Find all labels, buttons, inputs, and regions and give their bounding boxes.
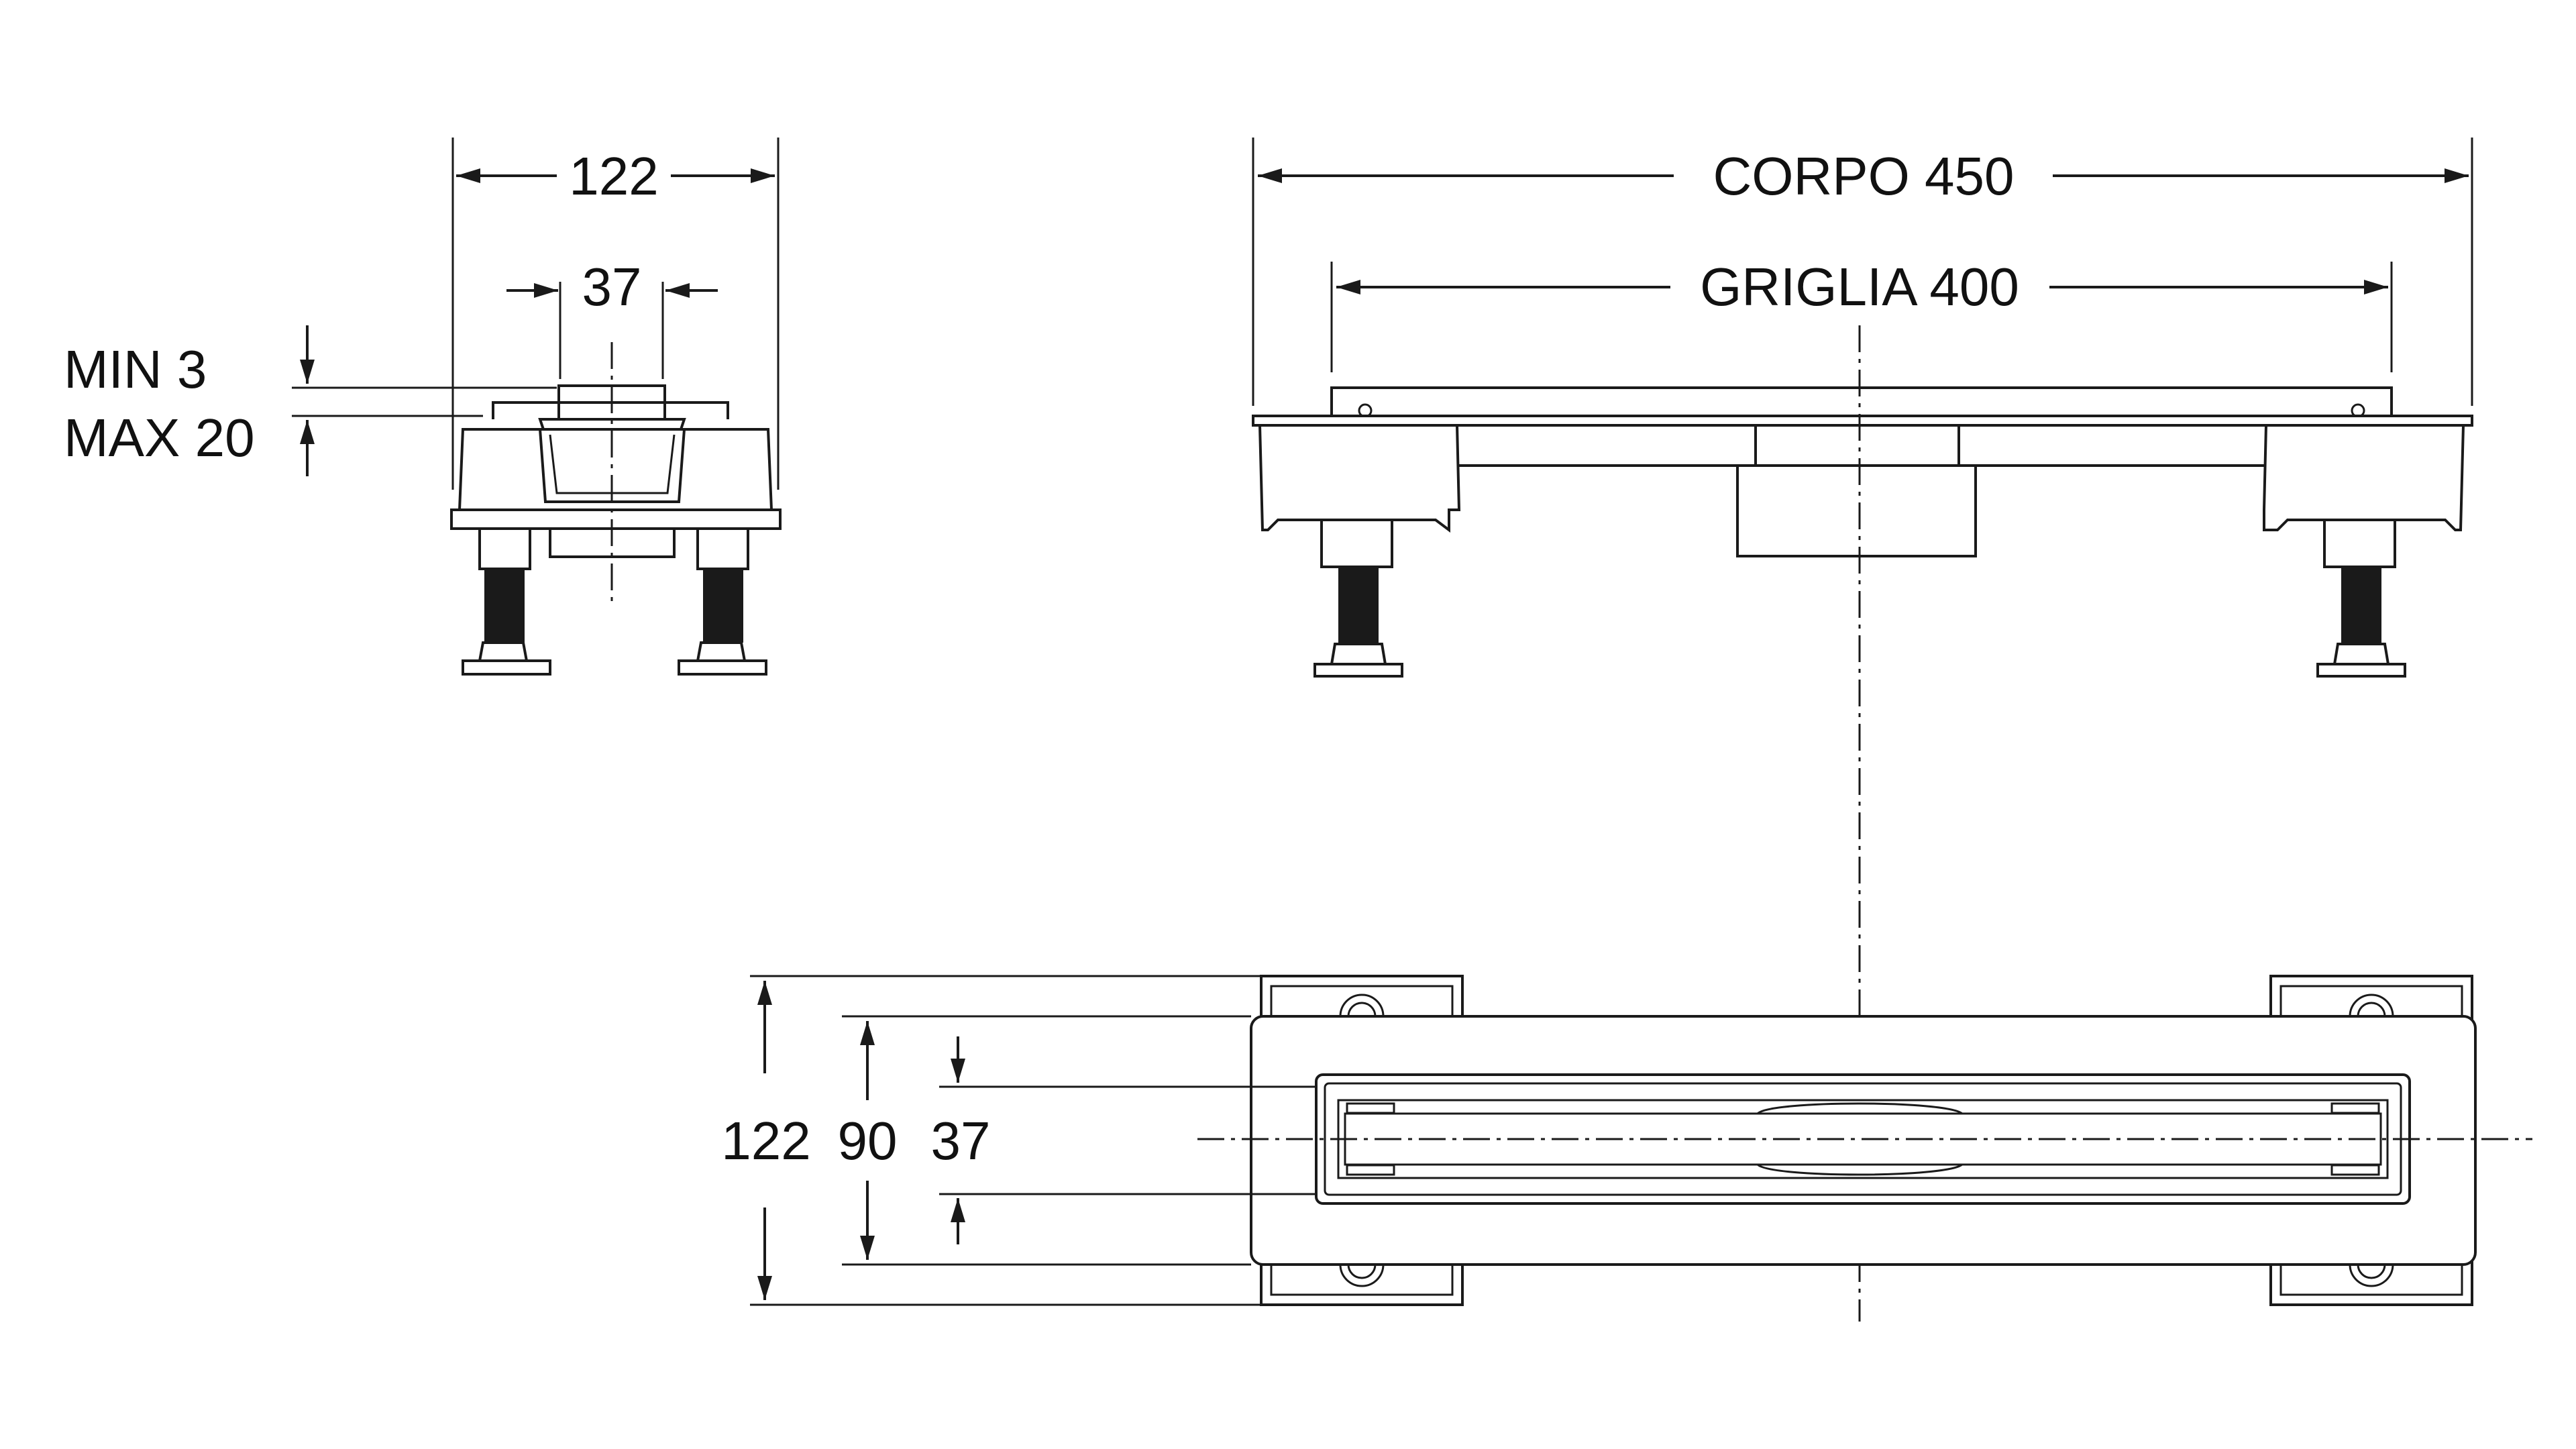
side-view: 122 37 MIN 3 MAX 20 bbox=[64, 138, 782, 676]
adjust-min-label: MIN 3 bbox=[64, 339, 207, 399]
side-slot-dim: 37 bbox=[582, 257, 642, 317]
plan-outer-width-dim: 122 bbox=[721, 1111, 810, 1171]
plan-channel-width-dim: 90 bbox=[838, 1111, 898, 1171]
grate-length-dim: GRIGLIA 400 bbox=[1700, 257, 2019, 317]
side-width-dim: 122 bbox=[569, 146, 658, 206]
adjust-max-label: MAX 20 bbox=[64, 408, 255, 468]
plan-slot-width-dim: 37 bbox=[931, 1111, 991, 1171]
plan-view: 122 90 37 bbox=[721, 975, 2532, 1306]
front-view: CORPO 450 GRIGLIA 400 bbox=[1252, 138, 2473, 678]
body-length-dim: CORPO 450 bbox=[1713, 146, 2014, 206]
